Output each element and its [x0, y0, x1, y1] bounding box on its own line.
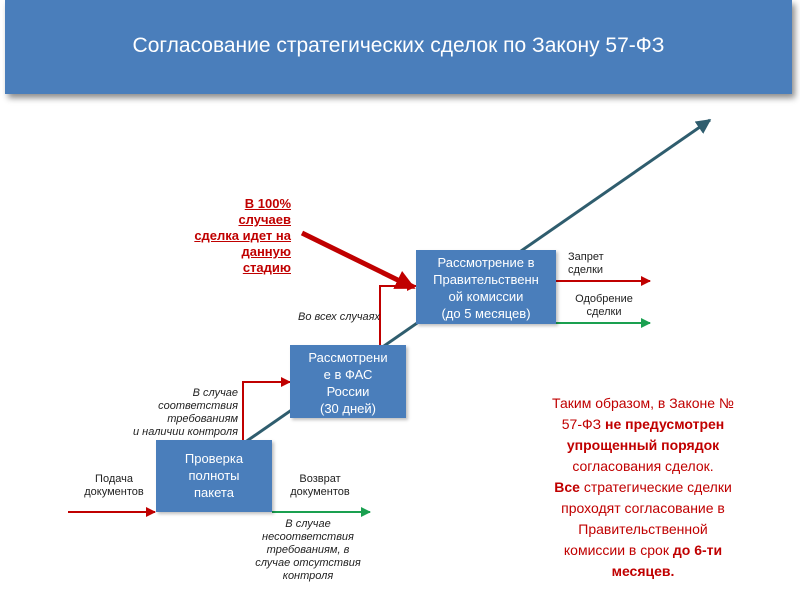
page-title: Согласование стратегических сделок по За… [132, 34, 665, 57]
approve-label: Одобрение сделки [575, 293, 633, 318]
fas-review-box: Рассмотрени е в ФАС России (30 дней) [290, 345, 406, 418]
return-label: Возврат документов [290, 473, 350, 498]
title-banner: Согласование стратегических сделок по За… [5, 0, 792, 94]
box-line: (до 5 месяцев) [441, 306, 531, 321]
box-line: Проверка [184, 451, 244, 466]
box-line: (30 дней) [320, 401, 376, 416]
noncompliance-label: В случае несоответствия требованиям, в с… [255, 518, 361, 582]
note-arrow [300, 230, 416, 290]
submit-label: Подача документов [84, 473, 144, 498]
all-cases-label: Во всех случаях [298, 311, 380, 323]
ban-label: Запрет сделки [568, 251, 604, 276]
box-line: е в ФАС [323, 367, 373, 382]
check-package-box: Проверка полноты пакета [156, 440, 272, 512]
compliance-label: В случае соответствия требованиям и нали… [132, 387, 238, 438]
box-line: пакета [194, 485, 234, 500]
box-line: ой комиссии [448, 289, 524, 304]
box-line: полноты [188, 468, 240, 483]
box-line: Рассмотрение в [437, 255, 535, 270]
hundred-percent-note: В 100% случаев сделка идет на данную ста… [194, 196, 291, 275]
gov-commission-box: Рассмотрение в Правительственн ой комисс… [416, 250, 556, 324]
conclusion-text: Таким образом, в Законе № 57-ФЗ не преду… [552, 395, 734, 579]
box-line: Правительственн [433, 272, 539, 287]
box-line: Рассмотрени [308, 350, 388, 365]
check-to-fas-arrow [242, 377, 291, 440]
box-line: России [326, 384, 370, 399]
